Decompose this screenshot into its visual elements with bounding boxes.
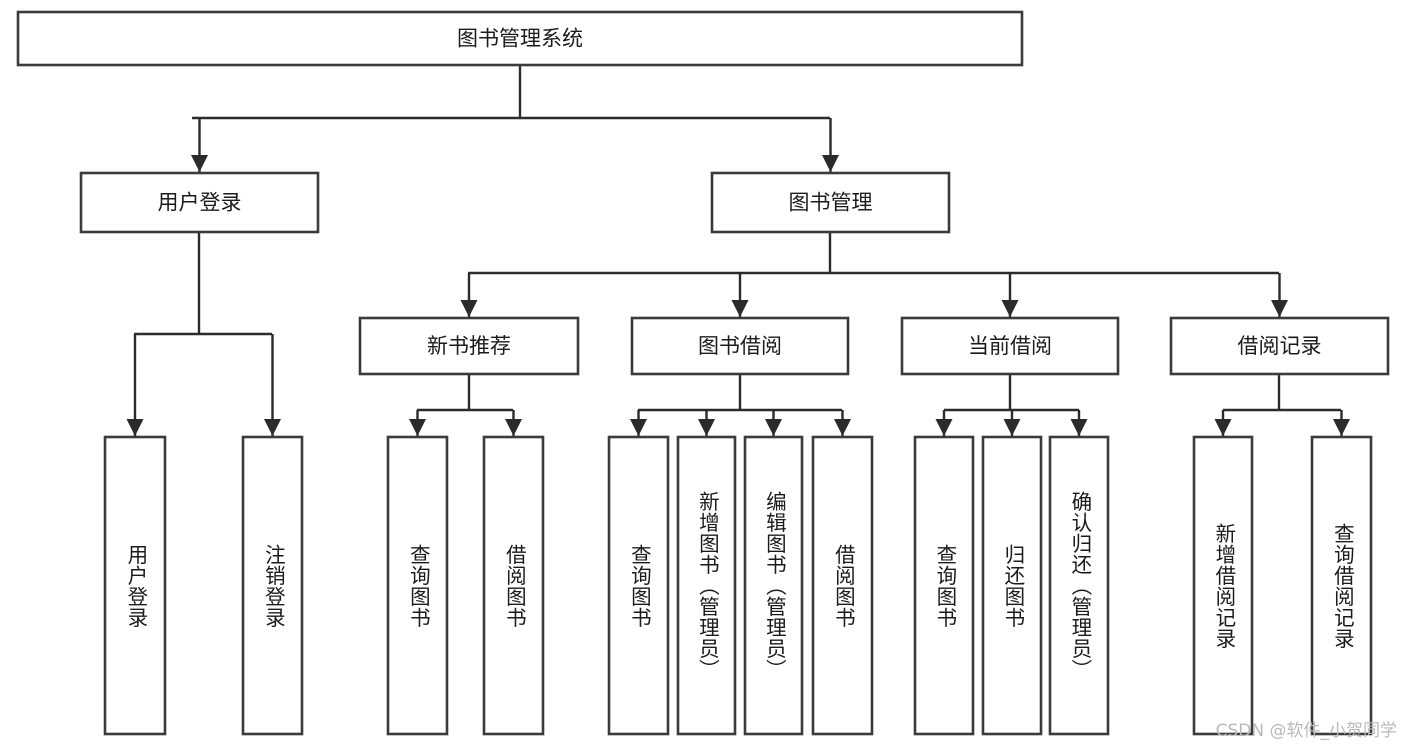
node-user-login[interactable] — [79, 171, 320, 234]
arrow-head-icon — [1333, 419, 1350, 436]
leaf-node-leaf-add-book[interactable] — [676, 435, 737, 736]
node-book-borrow[interactable] — [630, 316, 850, 376]
node-label-borrow-record: 借阅记录 — [1238, 334, 1322, 358]
leaf-node-leaf-query-book-recommend[interactable] — [386, 435, 449, 736]
leaf-node-leaf-query-record[interactable] — [1310, 435, 1373, 736]
leaf-node-leaf-confirm-return[interactable] — [1048, 435, 1110, 736]
node-borrow-record[interactable] — [1169, 316, 1390, 376]
node-label-book-manage: 图书管理 — [789, 191, 873, 215]
arrow-head-icon — [731, 300, 749, 317]
leaf-node-leaf-query-book-borrow[interactable] — [607, 435, 670, 736]
node-label-book-borrow: 图书借阅 — [698, 334, 782, 358]
arrow-head-icon — [822, 155, 839, 172]
leaf-node-leaf-borrow-book-recommend[interactable] — [482, 435, 545, 736]
edges-layer — [126, 65, 1350, 436]
arrow-head-icon — [1271, 300, 1288, 317]
boxes-layer — [16, 10, 1390, 736]
node-book-manage[interactable] — [710, 171, 951, 234]
leaf-node-leaf-query-book-current[interactable] — [913, 435, 975, 736]
leaf-node-leaf-logout[interactable] — [241, 435, 304, 736]
arrow-head-icon — [409, 419, 426, 436]
arrow-head-icon — [1070, 419, 1088, 436]
leaf-node-leaf-add-record[interactable] — [1192, 435, 1254, 736]
node-label-current-borrow: 当前借阅 — [968, 334, 1052, 358]
arrow-head-icon — [1214, 419, 1232, 436]
leaf-node-leaf-edit-book[interactable] — [743, 435, 804, 736]
arrow-head-icon — [126, 419, 144, 436]
arrow-head-icon — [191, 155, 208, 172]
arrow-head-icon — [1003, 419, 1021, 436]
node-label-new-book-recommend: 新书推荐 — [427, 334, 511, 358]
arrow-head-icon — [460, 300, 478, 317]
node-new-book-recommend[interactable] — [358, 316, 580, 376]
arrow-head-icon — [1001, 300, 1019, 317]
arrow-head-icon — [765, 419, 782, 436]
leaf-node-leaf-borrow-book[interactable] — [811, 435, 874, 736]
arrow-head-icon — [698, 419, 715, 436]
leaf-node-leaf-user-login[interactable] — [103, 435, 167, 736]
arrow-head-icon — [264, 419, 281, 436]
node-root[interactable] — [16, 10, 1024, 67]
node-current-borrow[interactable] — [900, 316, 1120, 376]
csdn-watermark: CSDN @软件_小贺同学 — [1215, 721, 1397, 741]
node-label-user-login: 用户登录 — [158, 191, 242, 215]
arrow-head-icon — [935, 419, 953, 436]
arrow-head-icon — [505, 419, 522, 436]
leaf-node-leaf-return-book[interactable] — [981, 435, 1043, 736]
arrow-head-icon — [630, 419, 647, 436]
node-label-root: 图书管理系统 — [457, 27, 583, 51]
arrow-head-icon — [834, 419, 851, 436]
